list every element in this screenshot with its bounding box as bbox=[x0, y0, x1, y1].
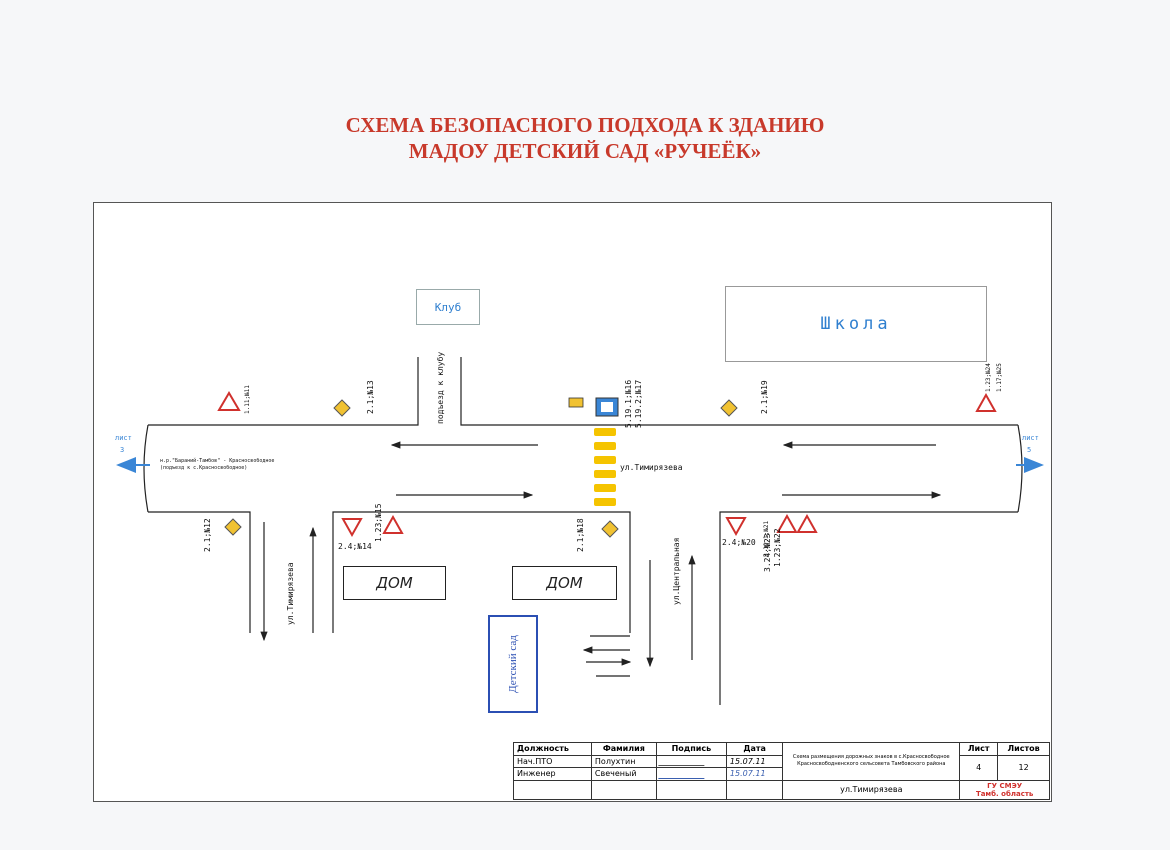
stamp-header-date: Дата bbox=[725, 742, 784, 756]
house-1: ДОМ bbox=[343, 566, 446, 600]
stamp-header-position: Должность bbox=[513, 742, 592, 756]
warning-signs bbox=[217, 391, 997, 534]
warning-sign-icon bbox=[776, 513, 798, 533]
sign-label: 1.23;№24 bbox=[985, 363, 992, 392]
priority-road-icon bbox=[333, 399, 351, 417]
house-1-label: ДОМ bbox=[376, 574, 413, 592]
warning-sign-icon bbox=[975, 392, 997, 412]
warning-sign-icon bbox=[796, 513, 818, 533]
main-road bbox=[143, 357, 1023, 705]
school-building: Школа bbox=[725, 286, 987, 362]
sign-label: 1.23;№22 bbox=[773, 528, 782, 567]
sign-label: 2.1;№12 bbox=[203, 518, 212, 552]
priority-road-icon bbox=[224, 518, 242, 536]
yield-sign-icon bbox=[341, 518, 363, 538]
right-sheet-label: лист bbox=[1022, 434, 1039, 442]
sign-label: 5.19.1;№16 bbox=[624, 379, 633, 428]
club-label: Клуб bbox=[434, 300, 462, 314]
house-2: ДОМ bbox=[512, 566, 617, 600]
stamp-row2-surname: Свеченый bbox=[590, 767, 657, 781]
title-line-2: МАДОУ ДЕТСКИЙ САД «РУЧЕЁК» bbox=[408, 139, 762, 163]
title-block: Должность Фамилия Подпись Дата Схема раз… bbox=[513, 742, 1050, 801]
stamp-org-name: ГУ СМЭУ bbox=[987, 781, 1023, 790]
house-2-label: ДОМ bbox=[546, 574, 583, 592]
priority-road-icon bbox=[720, 399, 738, 417]
stamp-header-sheet: Лист bbox=[959, 742, 999, 756]
stamp-org: ГУ СМЭУ Тамб. область bbox=[959, 779, 1050, 801]
stamp-org-region: Тамб. область bbox=[975, 789, 1034, 798]
street-left-vertical-label: ул.Тимирязева bbox=[286, 562, 295, 625]
warning-sign-icon bbox=[217, 391, 241, 411]
crosswalk bbox=[594, 428, 616, 506]
stamp-header-surname: Фамилия bbox=[590, 742, 657, 756]
kindergarten-building: Детский сад bbox=[488, 615, 538, 713]
right-sheet-number: 5 bbox=[1027, 446, 1032, 454]
sign-label: 1.11;№11 bbox=[244, 385, 251, 414]
sign-label: 2.4;№20 bbox=[722, 538, 756, 547]
left-road-note: н.р."Бараний-Тамбов" - Красносвободное bbox=[160, 458, 275, 464]
traffic-arrows bbox=[260, 441, 942, 677]
street-central-label: ул.Центральная bbox=[672, 537, 681, 605]
scheme-frame bbox=[93, 202, 1052, 802]
stamp-row2-date: 15.07.11 bbox=[725, 767, 784, 781]
school-label: Школа bbox=[820, 314, 892, 334]
sign-label: 1.23;№15 bbox=[374, 503, 383, 542]
left-sheet-label: лист bbox=[115, 434, 132, 442]
street-to-club-label: подъезд к клубу bbox=[436, 351, 445, 424]
kindergarten-label: Детский сад bbox=[507, 635, 519, 693]
yield-signs bbox=[341, 517, 747, 538]
priority-road-icon bbox=[601, 520, 619, 538]
priority-signs bbox=[224, 399, 738, 538]
sign-label: 3.24;№23 bbox=[763, 533, 772, 572]
sign-label: 2.4;№14 bbox=[338, 542, 372, 551]
signature-2 bbox=[655, 767, 727, 781]
sign-label: 1.17;№25 bbox=[996, 363, 1003, 392]
yield-sign-icon bbox=[725, 517, 747, 537]
stamp-sheet: 4 bbox=[959, 754, 999, 781]
crossing-sign-icon bbox=[568, 397, 619, 417]
stamp-row1-date: 15.07.11 bbox=[725, 754, 784, 769]
stamp-row1-surname: Полухтин bbox=[590, 754, 657, 769]
street-main-label: ул.Тимирязева bbox=[620, 463, 683, 472]
title-line-1: СХЕМА БЕЗОПАСНОГО ПОДХОДА К ЗДАНИЮ bbox=[345, 113, 825, 137]
stamp-header-sheets: Листов bbox=[997, 742, 1050, 756]
sign-label: 2.1;№18 bbox=[576, 518, 585, 552]
signature-1 bbox=[655, 754, 727, 769]
left-sheet-number: 3 bbox=[120, 446, 125, 454]
stamp-sheets: 12 bbox=[997, 754, 1050, 781]
club-building: Клуб bbox=[416, 289, 480, 325]
stamp-row2-position: Инженер bbox=[513, 767, 592, 781]
page-title: СХЕМА БЕЗОПАСНОГО ПОДХОДА К ЗДАНИЮ МАДОУ… bbox=[0, 112, 1170, 164]
warning-sign-icon bbox=[382, 514, 404, 534]
left-road-note-2: (подъезд к с.Красносвободное) bbox=[160, 465, 248, 471]
sign-label: 2.1;№19 bbox=[760, 380, 769, 414]
stamp-row1-position: Нач.ПТО bbox=[513, 754, 592, 769]
stamp-header-signature: Подпись bbox=[655, 742, 727, 756]
stamp-street: ул.Тимирязева bbox=[782, 779, 961, 801]
sign-label: 5.19.2;№17 bbox=[634, 379, 643, 428]
sign-label: 2.1;№13 bbox=[366, 380, 375, 414]
stamp-description: Схема размещения дорожных знаков в с.Кра… bbox=[782, 742, 961, 781]
